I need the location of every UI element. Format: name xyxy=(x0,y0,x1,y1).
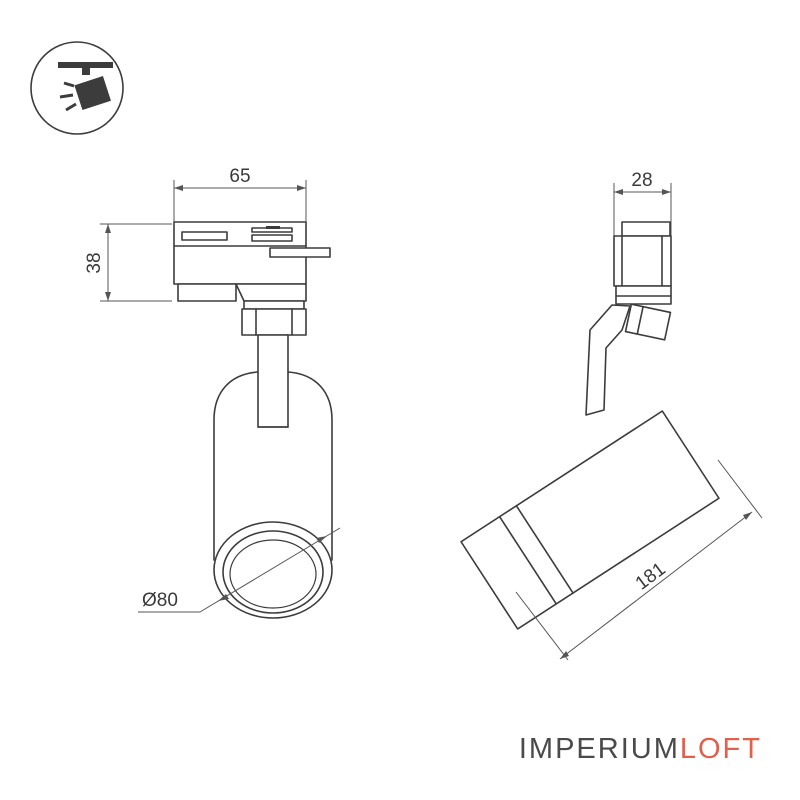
brand-accent: LOFT xyxy=(679,733,762,765)
depth-dimension: 28 xyxy=(613,170,672,236)
front-view: 65 38 xyxy=(84,166,341,619)
diameter-label: Ø80 xyxy=(142,590,178,611)
depth-label: 28 xyxy=(631,170,652,191)
height-label: 38 xyxy=(84,252,105,273)
front-body xyxy=(213,371,333,619)
brand-logo: IMPERIUMLOFT xyxy=(519,733,762,766)
front-arm xyxy=(241,300,307,428)
width-dimension: 65 xyxy=(173,166,307,222)
track-adapter xyxy=(173,221,331,302)
length-label: 181 xyxy=(632,559,670,595)
width-label: 65 xyxy=(229,166,250,187)
side-body xyxy=(460,410,720,630)
track-spotlight-icon xyxy=(30,41,124,135)
diameter-dimension: Ø80 xyxy=(138,527,341,613)
side-arm xyxy=(585,303,672,416)
side-adapter xyxy=(613,221,672,305)
height-dimension: 38 xyxy=(84,223,172,302)
brand-main: IMPERIUM xyxy=(518,733,680,765)
side-view: 28 xyxy=(460,170,763,661)
